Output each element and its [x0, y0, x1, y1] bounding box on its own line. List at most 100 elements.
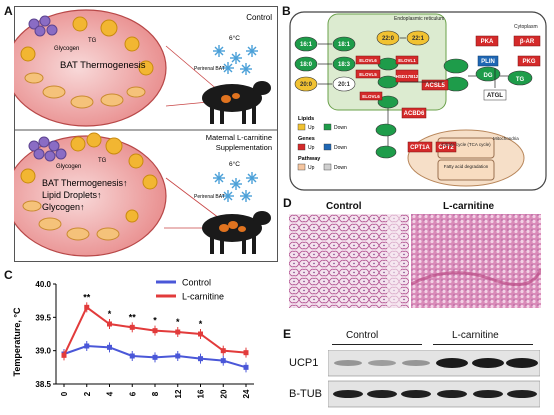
series-point-0	[107, 344, 112, 350]
panel-a-bottom-cell-line1: BAT Thermogenesis↑	[42, 178, 128, 188]
legend-genes-down: Down	[334, 145, 347, 151]
lipid-dg: DG	[484, 73, 493, 79]
lamb-icon-top	[202, 81, 271, 124]
panel-a-schematic: Control BAT Thermogenesis Glycogen TG 6°…	[14, 6, 278, 262]
blot-row-btub: B-TUB	[289, 388, 322, 400]
series-point-0	[152, 354, 158, 360]
control-bat-cell	[14, 9, 167, 127]
chart-x-tick-label: 16	[197, 389, 206, 398]
histology-control-label: Control	[326, 201, 362, 212]
gene-atgl: ATGL	[487, 93, 503, 99]
significance-marker: *	[153, 316, 157, 326]
series-point-1	[198, 331, 203, 337]
pathway-tca: Citrate cycle (TCA cycle)	[441, 142, 491, 147]
blot-control-label: Control	[346, 330, 379, 341]
chart-x-tick-label: 8	[151, 391, 160, 396]
chart-x-tick-label: 12	[174, 389, 183, 398]
series-point-1	[175, 329, 181, 335]
gene-cpt1a: CPT1A	[410, 145, 430, 151]
panel-a-top-perirenal: Perirenal BAT	[194, 66, 225, 72]
panel-a-bottom-condition-1: Maternal L-carnitine	[206, 133, 272, 142]
blot-control-bracket	[332, 344, 422, 345]
lipid-22-1: 22:1	[412, 36, 425, 42]
significance-marker: **	[83, 292, 91, 302]
lcarnitine-bat-cell	[14, 132, 167, 257]
lipid-18-3: 18:3	[338, 62, 351, 68]
legend-label-0: Control	[182, 278, 211, 288]
legend-genes-up: Up	[308, 145, 315, 151]
lipid-20-1: 20:1	[338, 82, 351, 88]
panel-a-top-condition: Control	[246, 13, 272, 22]
blot-lcarnitine-label: L-carnitine	[452, 330, 499, 341]
panel-a-bottom-cell-line2: Lipid Droplets↑	[42, 190, 102, 200]
legend-pathway: Pathway	[298, 156, 321, 162]
significance-marker: *	[199, 319, 203, 329]
pathway-legend: Lipids Up Down Genes Up Down Pathway Up …	[297, 116, 347, 171]
chart-y-tick-label: 40.0	[35, 280, 51, 289]
series-point-0	[129, 353, 135, 359]
lipid-20-0: 20:0	[300, 82, 313, 88]
chart-x-tick-label: 4	[106, 391, 115, 396]
lipid-22-0: 22:0	[382, 36, 395, 42]
panel-a-top-glycogen: Glycogen	[54, 46, 79, 52]
panel-b-pathway: 16:1 18:1 18:0 18:3 20:0 20:1 22:0 22:1 …	[289, 11, 547, 191]
panel-a-bottom-tg: TG	[98, 158, 107, 164]
chart-y-tick-label: 39.0	[35, 347, 51, 356]
panel-a-bottom-glycogen: Glycogen	[56, 164, 81, 170]
chart-x-tick-label: 6	[128, 391, 137, 396]
enzyme-elovl1: ELOVL1	[398, 58, 416, 63]
panel-a-top-temp: 6°C	[229, 34, 240, 42]
blot-lcarnitine-bracket	[433, 344, 533, 345]
legend-pathway-up: Up	[308, 165, 315, 171]
lipid-18-0: 18:0	[300, 62, 313, 68]
enzyme-elovl6-1: ELOVL6	[359, 58, 377, 63]
series-point-1	[243, 350, 249, 356]
series-point-0	[220, 358, 226, 364]
er-label: Endoplasmic reticulum	[394, 16, 444, 22]
panel-e-letter: E	[283, 327, 292, 341]
panel-a-top-tg: TG	[88, 38, 97, 44]
panel-a-bottom-cell-line3: Glycogen↑	[42, 202, 85, 212]
western-blot	[328, 350, 540, 408]
gene-cpt2: CPT2	[438, 145, 454, 151]
gene-acsl5: ACSL5	[425, 83, 445, 89]
panel-a-letter: A	[4, 4, 13, 18]
gene-acbd6: ACBD6	[404, 111, 425, 117]
legend-label-1: L-carnitine	[182, 292, 224, 302]
panel-a-top-cell-label: BAT Thermogenesis	[60, 60, 146, 71]
series-point-1	[61, 352, 67, 358]
series-point-0	[198, 356, 203, 362]
enzyme-hsd17b12: HSD17B12	[396, 74, 419, 79]
significance-marker: **	[129, 312, 137, 322]
histology-lcarnitine-label: L-carnitine	[443, 201, 495, 212]
gene-beta-ar: β-AR	[520, 39, 535, 45]
legend-lipids-up: Up	[308, 125, 315, 131]
mitochondria-label: Mitochondria	[493, 136, 519, 141]
chart-y-tick-label: 39.5	[35, 313, 51, 322]
panel-a-bottom-perirenal: Perirenal BAT	[194, 194, 225, 200]
histology-control-image	[289, 214, 409, 308]
significance-marker: *	[176, 317, 180, 327]
gene-pkg: PKG	[522, 59, 535, 65]
series-point-1	[129, 324, 135, 330]
series-point-1	[84, 304, 90, 310]
lamb-icon-bottom	[202, 211, 271, 254]
series-point-0	[243, 364, 249, 370]
chart-x-tick-label: 20	[219, 389, 228, 398]
blot-row-ucp1: UCP1	[289, 357, 319, 369]
series-point-1	[152, 328, 158, 334]
chart-x-tick-label: 24	[242, 389, 251, 398]
series-point-1	[107, 321, 112, 327]
panel-c-letter: C	[4, 268, 13, 282]
panel-b-letter: B	[282, 4, 291, 18]
chart-y-label: Temperature, °C	[12, 307, 22, 376]
legend-genes: Genes	[298, 136, 315, 142]
chart-y-tick-label: 38.5	[35, 380, 51, 389]
chart-x-tick-label: 0	[60, 391, 69, 396]
series-point-1	[220, 348, 226, 354]
histology-lcarnitine-image	[411, 214, 541, 308]
series-point-0	[84, 343, 90, 349]
gene-pka: PKA	[481, 39, 494, 45]
panel-d-letter: D	[283, 196, 292, 210]
lipid-18-1: 18:1	[338, 42, 351, 48]
